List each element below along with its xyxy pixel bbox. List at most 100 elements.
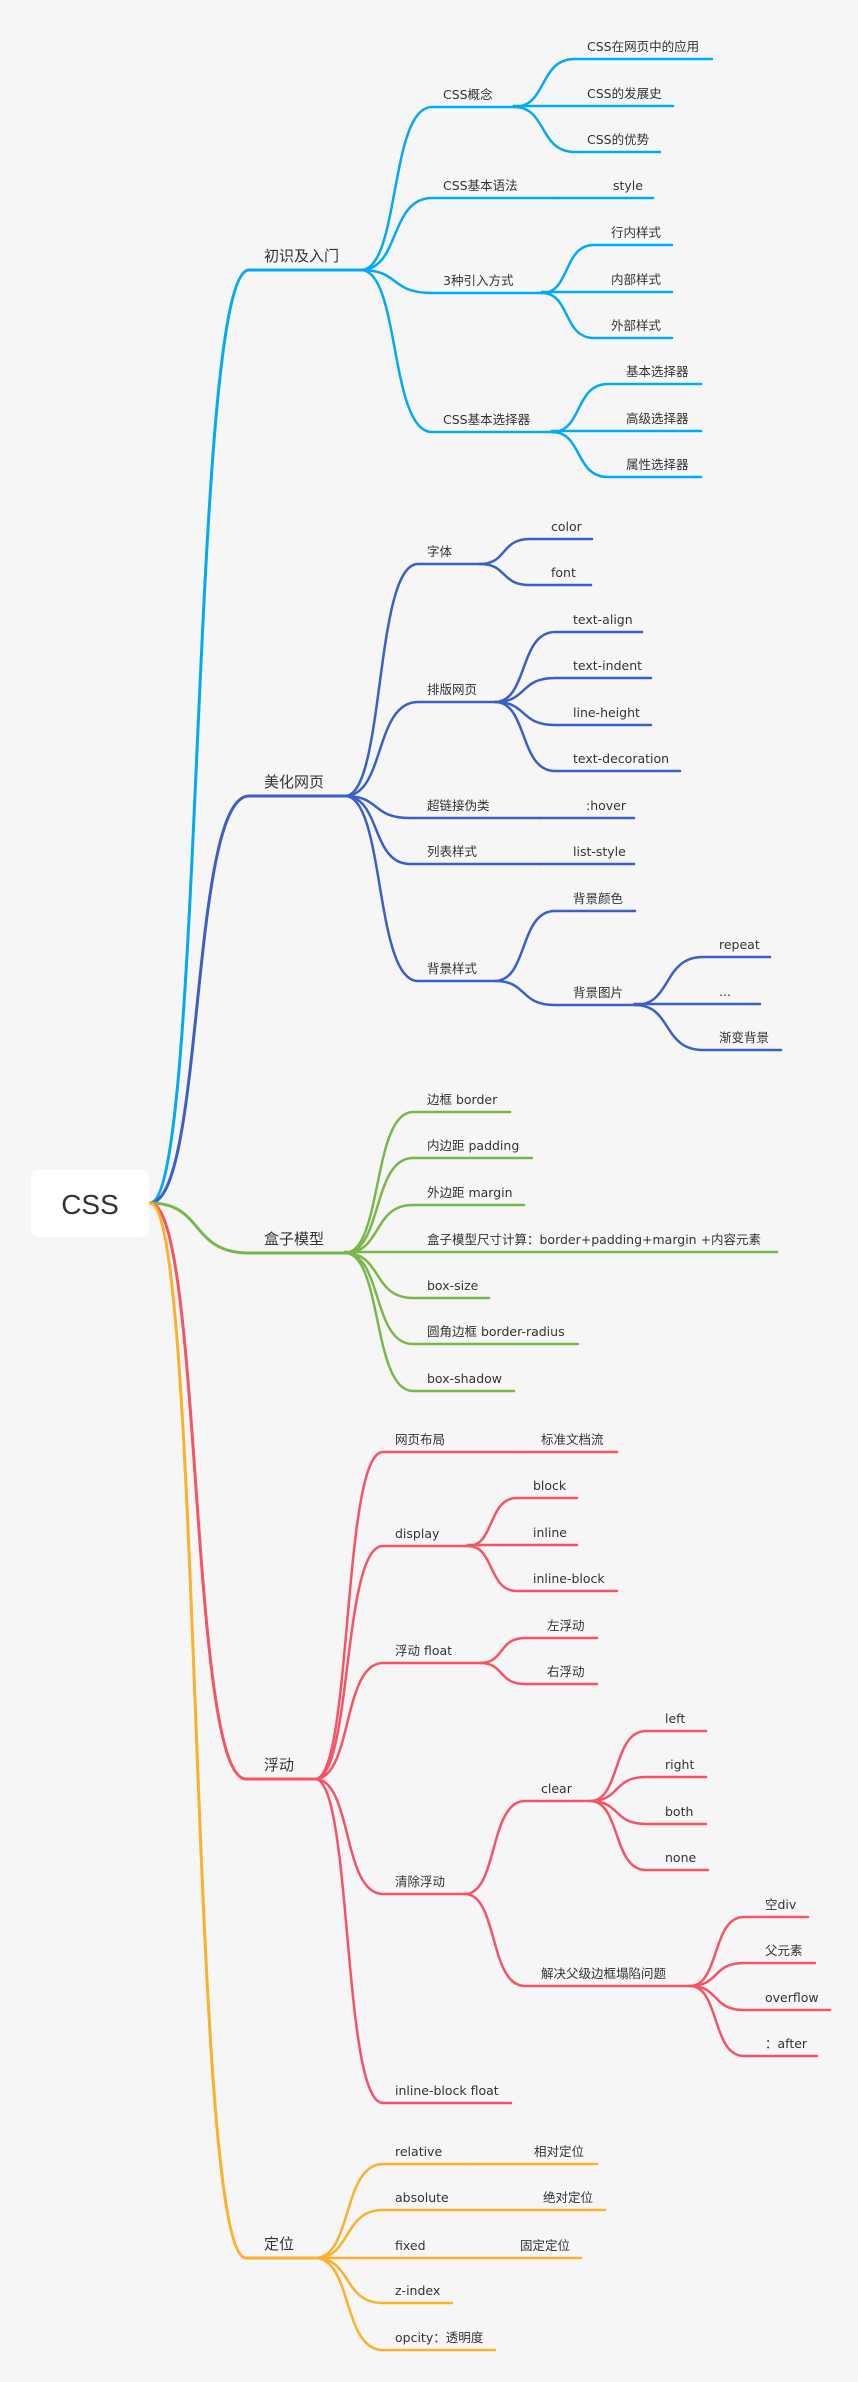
subtopic[interactable]: text-align [573, 612, 633, 627]
node-connector [359, 105, 516, 272]
branch-topic[interactable]: 定位 [264, 2235, 294, 2253]
subtopic[interactable]: text-decoration [573, 751, 669, 766]
node-connector [478, 562, 593, 587]
node-connector [550, 429, 703, 434]
branch-topic[interactable]: 美化网页 [264, 773, 324, 791]
node-connector [512, 105, 662, 154]
node-connector [588, 1799, 708, 1826]
node-connector [463, 1799, 592, 1896]
subtopic[interactable]: ... [719, 984, 731, 999]
subtopic[interactable]: box-shadow [427, 1371, 502, 1386]
subtopic[interactable]: 高级选择器 [626, 411, 689, 426]
subtopic[interactable]: absolute [395, 2190, 449, 2205]
subtopic[interactable]: 渐变背景 [719, 1030, 769, 1045]
subtopic[interactable]: relative [395, 2144, 442, 2159]
subtopic[interactable]: display [395, 1526, 440, 1541]
node-connector [313, 2208, 482, 2260]
subtopic[interactable]: none [665, 1850, 696, 1865]
subtopic[interactable]: inline-block float [395, 2083, 499, 2098]
node-connector [466, 1543, 579, 1548]
subtopic[interactable]: CSS在网页中的应用 [587, 39, 699, 54]
subtopic[interactable]: style [613, 178, 643, 193]
subtopic[interactable]: both [665, 1804, 693, 1819]
node-connector [343, 794, 497, 983]
node-connector [466, 1544, 619, 1593]
node-connector [313, 2256, 497, 2352]
subtopic[interactable]: box-size [427, 1278, 479, 1293]
subtopic[interactable]: 边框 border [427, 1092, 498, 1107]
subtopic[interactable]: 父元素 [765, 1943, 803, 1958]
node-connector [633, 955, 772, 1007]
subtopic[interactable]: right [665, 1757, 694, 1772]
subtopic[interactable]: CSS基本选择器 [443, 412, 531, 427]
subtopic[interactable]: overflow [765, 1990, 819, 2005]
subtopic[interactable]: color [551, 519, 583, 534]
subtopic[interactable]: 清除浮动 [395, 1874, 445, 1889]
subtopic[interactable]: 行内样式 [611, 225, 662, 240]
subtopic[interactable]: 相对定位 [534, 2144, 584, 2159]
subtopic[interactable]: line-height [573, 705, 640, 720]
subtopic[interactable]: 背景样式 [427, 961, 478, 976]
subtopic[interactable]: z-index [395, 2283, 440, 2298]
subtopic[interactable]: clear [541, 1781, 573, 1796]
subtopic[interactable]: CSS的发展史 [587, 86, 662, 101]
node-connector [343, 1251, 491, 1300]
branch-connector [148, 1201, 317, 2260]
node-connector [688, 1915, 810, 1988]
subtopic[interactable]: 3种引入方式 [443, 273, 514, 288]
node-connector [313, 1777, 513, 2105]
subtopic[interactable]: 超链接伪类 [427, 798, 490, 813]
subtopic[interactable]: 背景图片 [573, 985, 623, 1000]
subtopic[interactable]: CSS的优势 [587, 132, 650, 147]
subtopic[interactable]: 绝对定位 [543, 2190, 593, 2205]
subtopic[interactable]: 内部样式 [611, 272, 662, 287]
subtopic[interactable]: 标准文档流 [541, 1432, 604, 1447]
subtopic[interactable]: 列表样式 [427, 844, 478, 859]
subtopic[interactable]: 内边距 padding [427, 1138, 519, 1153]
subtopic[interactable]: left [665, 1711, 685, 1726]
subtopic[interactable]: CSS基本语法 [443, 178, 518, 193]
subtopic[interactable]: opcity：透明度 [395, 2330, 484, 2345]
branch-topic[interactable]: 初识及入门 [264, 247, 339, 265]
subtopic[interactable]: inline [533, 1525, 567, 1540]
node-connector [540, 291, 674, 340]
subtopic[interactable]: 盒子模型尺寸计算：border+padding+margin +内容元素 [427, 1232, 761, 1247]
subtopic[interactable]: 网页布局 [395, 1432, 445, 1447]
subtopic[interactable]: block [533, 1478, 567, 1493]
branch-topic[interactable]: 盒子模型 [264, 1230, 324, 1248]
subtopic[interactable]: text-indent [573, 658, 642, 673]
branch-connector [148, 1201, 317, 1781]
node-connector [493, 676, 653, 704]
subtopic[interactable]: 外边距 margin [427, 1185, 513, 1200]
subtopic[interactable]: repeat [719, 937, 760, 952]
subtopic[interactable]: :hover [586, 798, 627, 813]
subtopic[interactable]: list-style [573, 844, 626, 859]
root-node[interactable]: CSS [31, 1170, 149, 1237]
subtopic[interactable]: 排版网页 [427, 682, 477, 697]
node-connector [478, 537, 594, 566]
subtopic[interactable]: 浮动 float [395, 1643, 452, 1658]
subtopic[interactable]: 基本选择器 [626, 364, 689, 379]
subtopic[interactable]: 左浮动 [547, 1618, 585, 1633]
subtopic[interactable]: 圆角边框 border-radius [427, 1324, 565, 1339]
mind-map-labels: 初识及入门 CSS概念 CSS在网页中的应用 CSS的发展史 CSS的优势 CSS基本语法… [264, 39, 819, 2345]
subtopic[interactable]: 固定定位 [520, 2238, 570, 2253]
subtopic[interactable]: 字体 [427, 544, 453, 559]
subtopic[interactable]: font [551, 565, 576, 580]
subtopic[interactable]: 解决父级边框塌陷问题 [541, 1966, 667, 1981]
subtopic[interactable]: 属性选择器 [626, 457, 689, 472]
node-connector [478, 1636, 599, 1665]
subtopic[interactable]: fixed [395, 2238, 426, 2253]
subtopic[interactable]: CSS概念 [443, 87, 493, 102]
node-connector [343, 794, 542, 820]
subtopic[interactable]: 背景颜色 [573, 891, 624, 906]
subtopic[interactable]: ：after [765, 2036, 808, 2051]
subtopic[interactable]: inline-block [533, 1571, 605, 1586]
subtopic[interactable]: 外部样式 [611, 318, 662, 333]
node-connector [359, 196, 562, 272]
subtopic[interactable]: 右浮动 [547, 1664, 585, 1679]
subtopic[interactable]: 空div [765, 1897, 797, 1912]
branch-topic[interactable]: 浮动 [264, 1756, 294, 1774]
node-connector [688, 1984, 819, 2058]
